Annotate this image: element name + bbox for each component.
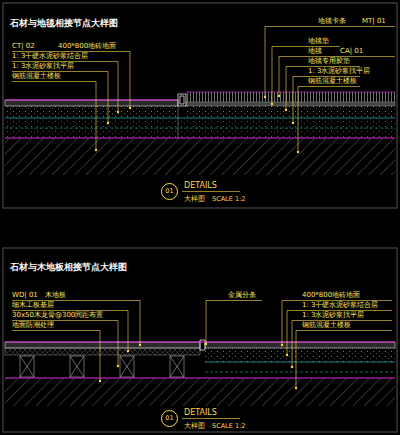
material-label: 地毯 xyxy=(308,47,322,55)
detail-bubble: 01 xyxy=(161,183,178,200)
leader-line xyxy=(182,418,240,419)
leader-dot xyxy=(117,365,119,367)
material-label: CT| 02 xyxy=(12,42,35,50)
material-label: 木地板 xyxy=(45,291,66,299)
leader-line xyxy=(12,52,130,109)
material-label: 1: 3水泥砂浆找平层 xyxy=(302,311,365,319)
material-label: 30x50木龙骨@300间距布置 xyxy=(12,311,103,319)
material-label: MT| 01 xyxy=(362,17,386,25)
leader-dot xyxy=(99,380,101,382)
leader-line xyxy=(12,301,140,346)
material-label: 1: 3水泥砂浆找平层 xyxy=(12,62,75,70)
leader-line xyxy=(12,82,96,151)
leader-line xyxy=(272,47,340,105)
leader-dot xyxy=(281,344,283,346)
leader-line xyxy=(206,301,262,345)
leader-dot xyxy=(292,122,294,124)
leader-line xyxy=(12,72,108,124)
leader-dot xyxy=(297,151,299,153)
leader-line xyxy=(282,301,392,346)
detail-tag: 大样图 xyxy=(184,195,205,203)
detail-bubble: 01 xyxy=(161,410,178,427)
leader-line xyxy=(292,321,392,368)
leader-line xyxy=(296,331,392,389)
leader-dot xyxy=(205,343,207,345)
detail-title: 石材与木地板相接节点大样图 xyxy=(10,262,127,272)
leader-line xyxy=(298,87,360,153)
material-label: 细木工板基层 xyxy=(12,301,54,309)
leader-line xyxy=(182,191,240,192)
detail-tag: 大样图 xyxy=(184,422,205,430)
leader-dot xyxy=(278,95,280,97)
material-label: 1: 3干硬水泥砂浆结合层 xyxy=(302,301,379,309)
leader-dot xyxy=(127,350,129,352)
leader-dot xyxy=(271,103,273,105)
leader-line xyxy=(12,62,118,113)
detail-title: 石材与地毯相接节点大样图 xyxy=(10,18,118,28)
material-label: WD| 01 xyxy=(12,291,38,299)
leader-line xyxy=(12,331,100,382)
material-label: 地毯专用胶垫 xyxy=(308,57,350,65)
leader-dot xyxy=(295,387,297,389)
material-label: 地面防潮处理 xyxy=(12,321,54,329)
leader-dot xyxy=(95,149,97,151)
material-label: 地毯卡条 xyxy=(318,17,346,25)
material-label: 钢筋混凝土楼板 xyxy=(302,321,351,329)
leader-line xyxy=(287,311,392,356)
leader-dot xyxy=(117,111,119,113)
leader-dot xyxy=(291,366,293,368)
leader-dot xyxy=(107,122,109,124)
detail-tag: SCALE 1:2 xyxy=(212,195,245,203)
detail-tag: DETAILS xyxy=(184,408,217,417)
material-label: 金属分条 xyxy=(228,291,256,299)
material-label: 400*800地砖地面 xyxy=(302,291,360,299)
material-label: 1: 3干硬水泥砂浆结合层 xyxy=(12,52,89,60)
leader-dot xyxy=(129,107,131,109)
leader-line xyxy=(12,321,118,367)
material-label: 地毯垫 xyxy=(308,37,329,45)
material-label: 1: 3水泥砂浆找平层 xyxy=(308,67,371,75)
leader-dot xyxy=(286,354,288,356)
leader-line xyxy=(293,77,360,124)
detail-number: 01 xyxy=(165,188,173,195)
leader-dot xyxy=(285,109,287,111)
detail-number: 01 xyxy=(165,415,173,422)
leader-dot xyxy=(139,344,141,346)
material-label: 钢筋混凝土楼板 xyxy=(308,77,357,85)
material-label: 钢筋混凝土楼板 xyxy=(12,72,61,80)
material-label: CA| 01 xyxy=(340,47,363,55)
detail-tag: DETAILS xyxy=(184,181,217,190)
material-label: 400*800地砖地面 xyxy=(58,42,116,50)
detail-tag: SCALE 1:2 xyxy=(212,422,245,430)
leader-dot xyxy=(264,96,266,98)
